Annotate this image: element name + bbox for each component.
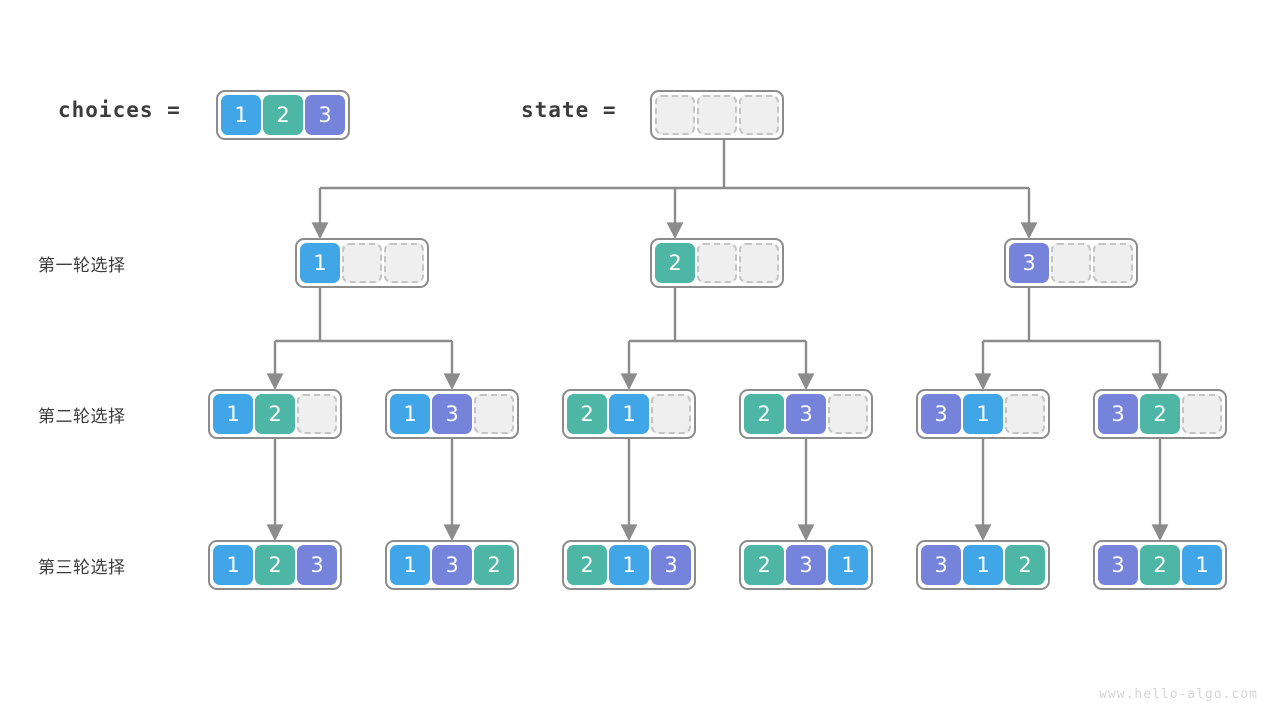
array-cell-filled: 3 bbox=[305, 95, 345, 135]
array-cell-filled: 1 bbox=[213, 394, 253, 434]
array-cell-empty bbox=[697, 243, 737, 283]
array-cell-empty bbox=[651, 394, 691, 434]
array-cell-filled: 1 bbox=[609, 545, 649, 585]
array-cell-filled: 3 bbox=[297, 545, 337, 585]
array-cell-filled: 1 bbox=[213, 545, 253, 585]
array-cell-filled: 3 bbox=[786, 545, 826, 585]
array-cell-filled: 3 bbox=[1098, 545, 1138, 585]
array-cell-filled: 2 bbox=[567, 394, 607, 434]
array-cell-filled: 3 bbox=[1009, 243, 1049, 283]
round1-array: 2 bbox=[650, 238, 784, 288]
array-cell-filled: 2 bbox=[1005, 545, 1045, 585]
array-cell-filled: 1 bbox=[1182, 545, 1222, 585]
array-cell-filled: 2 bbox=[255, 545, 295, 585]
state-label: state = bbox=[521, 98, 617, 122]
array-cell-empty bbox=[739, 243, 779, 283]
array-cell-filled: 1 bbox=[963, 394, 1003, 434]
row-label-round3: 第三轮选择 bbox=[38, 558, 126, 578]
array-cell-filled: 1 bbox=[390, 394, 430, 434]
array-cell-filled: 2 bbox=[1140, 545, 1180, 585]
array-cell-empty bbox=[297, 394, 337, 434]
array-cell-filled: 2 bbox=[263, 95, 303, 135]
array-cell-filled: 2 bbox=[255, 394, 295, 434]
array-cell-filled: 3 bbox=[921, 545, 961, 585]
array-cell-filled: 3 bbox=[921, 394, 961, 434]
array-cell-filled: 1 bbox=[963, 545, 1003, 585]
array-cell-empty bbox=[828, 394, 868, 434]
array-cell-filled: 3 bbox=[432, 545, 472, 585]
array-cell-empty bbox=[739, 95, 779, 135]
round1-array: 3 bbox=[1004, 238, 1138, 288]
round1-array: 1 bbox=[295, 238, 429, 288]
array-cell-filled: 3 bbox=[786, 394, 826, 434]
array-cell-filled: 2 bbox=[1140, 394, 1180, 434]
choices-label: choices = bbox=[58, 98, 181, 122]
array-cell-filled: 1 bbox=[221, 95, 261, 135]
row-label-round2: 第二轮选择 bbox=[38, 407, 126, 427]
array-cell-filled: 2 bbox=[744, 394, 784, 434]
array-cell-filled: 2 bbox=[744, 545, 784, 585]
array-cell-filled: 2 bbox=[655, 243, 695, 283]
array-cell-filled: 1 bbox=[828, 545, 868, 585]
row-label-round1: 第一轮选择 bbox=[38, 256, 126, 276]
array-cell-filled: 2 bbox=[567, 545, 607, 585]
array-cell-filled: 3 bbox=[651, 545, 691, 585]
state-array bbox=[650, 90, 784, 140]
array-cell-empty bbox=[1005, 394, 1045, 434]
array-cell-empty bbox=[1051, 243, 1091, 283]
array-cell-filled: 2 bbox=[474, 545, 514, 585]
watermark: www.hello-algo.com bbox=[1099, 687, 1258, 702]
array-cell-empty bbox=[697, 95, 737, 135]
array-cell-filled: 1 bbox=[300, 243, 340, 283]
array-cell-filled: 1 bbox=[390, 545, 430, 585]
array-cell-filled: 1 bbox=[609, 394, 649, 434]
array-cell-empty bbox=[384, 243, 424, 283]
array-cell-filled: 3 bbox=[1098, 394, 1138, 434]
array-cell-empty bbox=[1182, 394, 1222, 434]
array-cell-empty bbox=[474, 394, 514, 434]
array-cell-filled: 3 bbox=[432, 394, 472, 434]
array-cell-empty bbox=[1093, 243, 1133, 283]
array-cell-empty bbox=[342, 243, 382, 283]
array-cell-empty bbox=[655, 95, 695, 135]
